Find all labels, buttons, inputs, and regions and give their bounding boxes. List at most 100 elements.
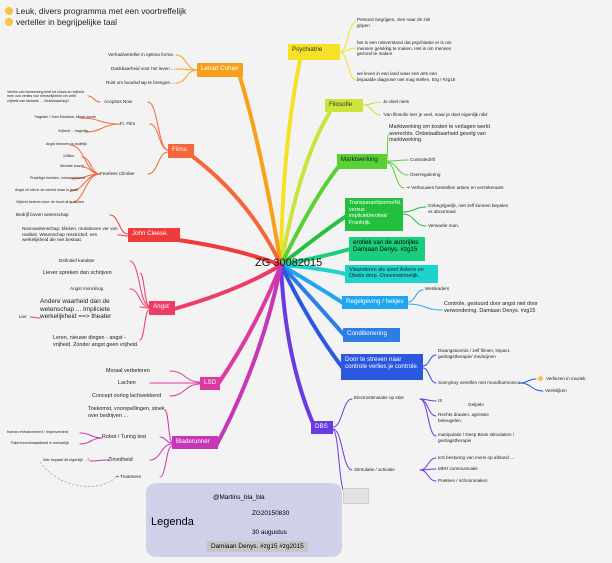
sub-branch-dbs-25	[419, 469, 437, 482]
sub-branch-bladerunner-54	[149, 443, 173, 461]
branch-transparant	[279, 213, 350, 267]
branch-marktwerking	[279, 163, 342, 267]
filosofie-note-1: Je doet niets	[383, 99, 410, 104]
films-note-8: 1/2Ben	[63, 154, 75, 158]
smiley-icon	[5, 17, 13, 26]
node-films[interactable]: Films	[168, 144, 194, 158]
sub-branch-johncleese-42	[117, 234, 129, 237]
angst-note-3: Angst monoloog	[70, 286, 104, 291]
sub-branch-angst-46	[139, 306, 150, 309]
sub-branch-films-32	[87, 95, 101, 103]
sub-branch-bladerunner-55	[159, 445, 173, 478]
sub-branch-psychiatrie-0	[339, 21, 357, 53]
sub-branch-bladerunner-57	[79, 437, 103, 445]
sub-branch-bladerunner-56	[79, 432, 103, 439]
node-psychiatrie[interactable]: Psychiatrie	[288, 44, 340, 60]
node-transparant[interactable]: Transparant/porno/NL versus impliciet/er…	[345, 198, 403, 231]
branch-erotiek	[279, 247, 352, 267]
regelgeving-note-1: Wetskaders	[425, 286, 450, 291]
sub-branch-transparant-9	[402, 206, 427, 213]
sub-branch-johncleese-41	[109, 214, 129, 235]
node-controle[interactable]: Door te streven naar controle verlies je…	[341, 354, 423, 380]
lenart-note-2: Dankbaarheid voor het leven ...	[111, 66, 175, 71]
bladerunner-note-6: Wie bepaalt dit eigenlijk ...?	[43, 458, 90, 462]
sub-branch-lsd-51	[169, 383, 201, 397]
filosofie-note-2: 'Van filosofie leer je veel, maar je doe…	[383, 112, 489, 117]
branch-controle	[279, 263, 344, 369]
transparant-note-1: Onbegrijpelijk, niet zelf kunnen bepalen…	[428, 203, 509, 214]
sub-branch-marktwerking-5	[386, 134, 389, 161]
dashed-connector	[39, 461, 116, 487]
sub-branch-controle-15	[519, 378, 537, 384]
sub-branch-films-34	[84, 123, 121, 133]
sub-branch-marktwerking-8	[386, 162, 405, 189]
node-erotiek[interactable]: erotiek van de autorijles Damiaan Denys.…	[349, 237, 425, 261]
johncleese-note-2: Neurowetenschap: klinken, mutationen ver…	[22, 226, 118, 243]
dbs-sub2: Stimulatie / activatie	[354, 467, 395, 472]
sub-branch-marktwerking-7	[386, 161, 409, 176]
films-note-1: Verlies van beheersing leidt tot chaos e…	[7, 90, 84, 103]
node-lsd[interactable]: LSD	[200, 377, 220, 390]
controle-note-1: Dwangstoornis / zelf filmen, impact, ged…	[438, 348, 511, 359]
lsd-note-1: Moraal verbeteren	[106, 368, 150, 374]
sub-branch-dbs-21	[419, 398, 437, 417]
sub-branch-controle-13	[422, 354, 437, 367]
node-regelgeving[interactable]: Regelgeving / hekjes	[342, 296, 408, 309]
sub-branch-films-29	[147, 101, 169, 151]
controle-note-4: Veelvlijken	[545, 388, 567, 393]
branch-bladerunner	[214, 263, 283, 448]
films-note-9: Mentale kracht	[60, 164, 84, 168]
dbs-sub1-note-3: Rechts draaien, agressie beteugelen.	[438, 412, 489, 423]
sub-branch-dbs-17	[332, 398, 353, 428]
marktwerking-note-1: Marktwerking om kosten te verlagen werkt…	[389, 124, 490, 144]
sub-branch-dbs-23	[419, 457, 437, 471]
node-angst[interactable]: Angst	[149, 301, 175, 315]
lsd-note-3: Concept oorlog lachwekkend	[92, 393, 162, 399]
node-marktwerking[interactable]: Marktwerking	[337, 154, 387, 169]
sub-branch-bladerunner-53	[159, 436, 173, 444]
branch-films	[190, 154, 283, 267]
bladerunner-note-5: Zinvolheid	[108, 457, 133, 463]
angst-note-4: Andere waarheid dan de wetenschap ... Im…	[40, 298, 112, 321]
sub-branch-lenart-26	[175, 54, 198, 71]
marktwerking-note-4: ⇒ Verbouwen herstellen artsen en verzeke…	[406, 185, 504, 190]
dbs-sub1-note-4: manipulatie / Deep Brain stimulation / g…	[438, 432, 515, 443]
dbs-sub2-note-2: MEH communicatie	[438, 466, 478, 471]
lenart-note-3: Rust om boodschap te brengen ...	[106, 80, 176, 85]
branch-conditionering	[279, 263, 346, 337]
node-bladerunner[interactable]: Bladerunner	[172, 436, 218, 449]
mindmap-title: Leuk, divers programma met een voortreff…	[5, 6, 215, 27]
lsd-note-2: Lachen	[118, 380, 136, 386]
node-filosofie[interactable]: Filosofie	[325, 99, 363, 112]
dbs-sub1-note-2: Gelpelo	[468, 402, 484, 407]
branch-regelgeving	[279, 263, 345, 305]
node-johncleese[interactable]: John Cleese.	[128, 228, 180, 242]
angst-note-6: Leren, nieuwe dingen - angst - vrijheid.…	[53, 335, 139, 348]
legend-item-zg: ZG20150830	[252, 510, 290, 517]
sub-branch-lsd-49	[169, 370, 201, 383]
films-note-7: Angst bewaren is dodelijk	[46, 142, 87, 146]
branch-lsd	[216, 263, 283, 386]
regelgeving-note-2: Controle, gestuurd door angst niet door …	[444, 301, 538, 314]
branch-filosofie	[279, 110, 332, 267]
branch-psychiatrie	[279, 58, 302, 267]
films-note-12: Vrijheid beleven door de dood uit te lac…	[16, 200, 84, 204]
sub-branch-psychiatrie-1	[339, 47, 357, 53]
bladerunner-note-1: Toekomst, voorspellingen, stoek over bed…	[88, 406, 165, 419]
legend-item-denys: Damiaan Denys. #zg15 #zg2015	[207, 541, 308, 552]
node-conditionering[interactable]: Conditionering	[343, 328, 400, 342]
angst-note-2: Liever spreken dan schrijven	[43, 270, 112, 276]
marktwerking-note-2: Controledrift	[410, 157, 436, 162]
central-topic[interactable]: ZG 30082015	[255, 257, 323, 269]
branch-johncleese	[176, 238, 283, 267]
node-lenart[interactable]: Lenart Cohen	[197, 63, 243, 77]
arrow-icon: ⇒	[115, 474, 121, 479]
psychiatrie-note-3: we leven in een land waar een arts een b…	[357, 71, 456, 82]
sub-branch-marktwerking-6	[386, 159, 409, 162]
films-note-10: Prachtige beelden, indrukwekkend	[30, 176, 85, 180]
node-dbs[interactable]: DBS	[311, 421, 333, 434]
sub-branch-filosofie-3	[362, 101, 382, 106]
node-vlaanderen[interactable]: Vlaanderen als soort Asterix en Obelix d…	[345, 265, 438, 283]
psychiatrie-note-2: het is een misverstand dat psychiatrie e…	[357, 40, 452, 57]
transparant-note-2: Verwarde man.	[428, 223, 459, 228]
